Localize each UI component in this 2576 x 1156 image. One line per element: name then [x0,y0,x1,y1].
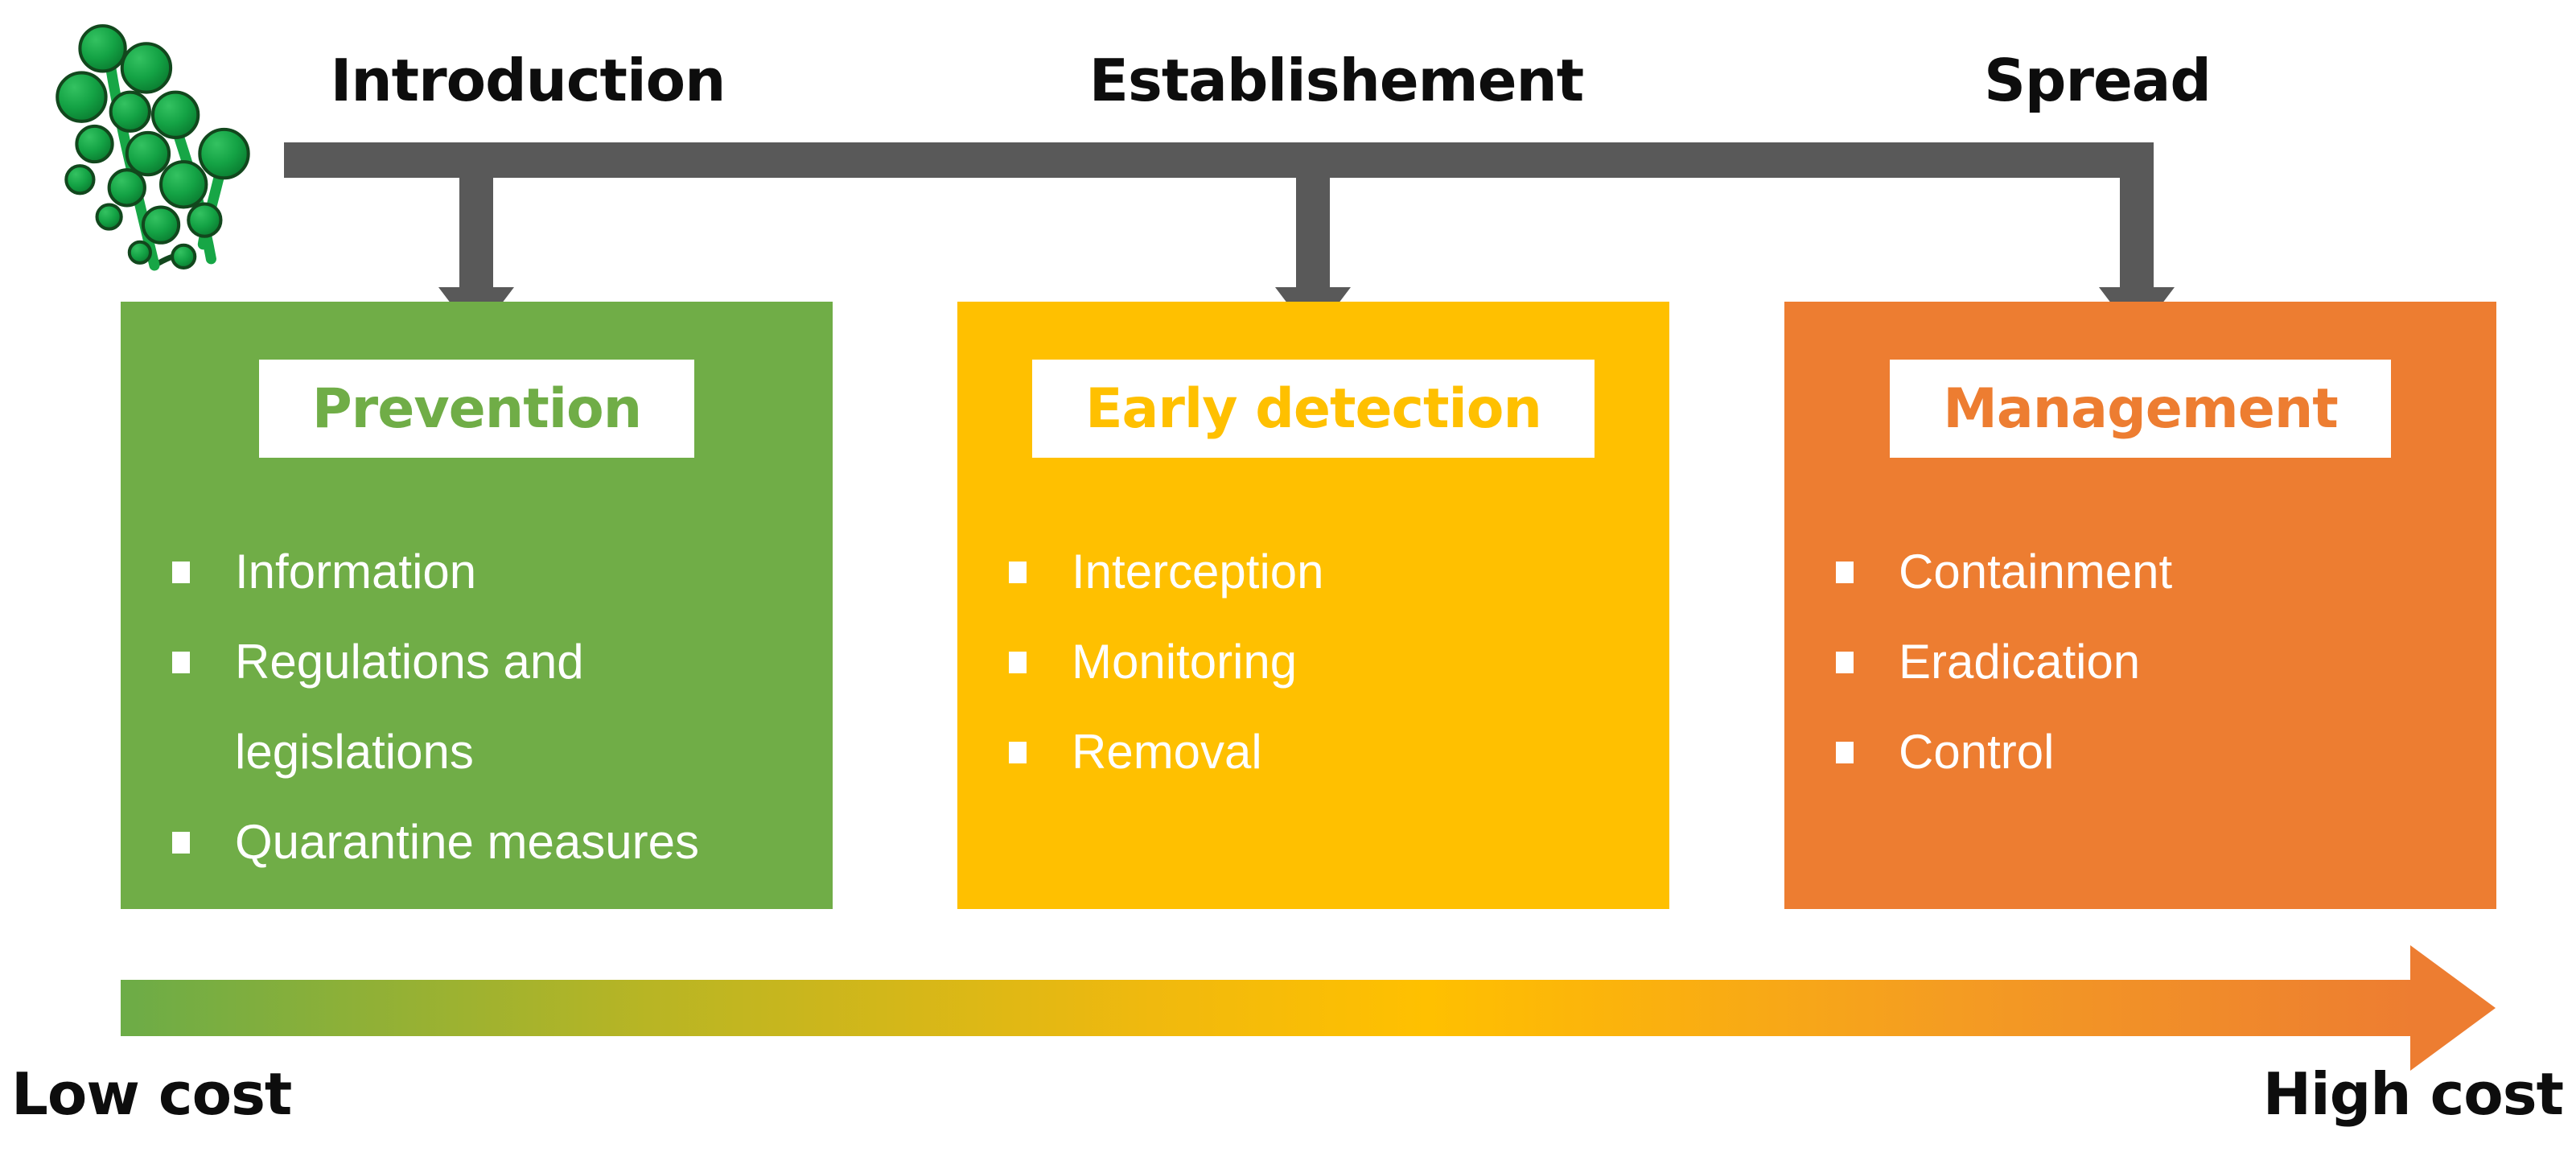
arrow-stem [459,178,493,287]
management-bullet-list: Containment Eradication Control [1836,527,2448,797]
list-item: Control [1836,707,2448,797]
management-box: Management Containment Eradication Contr… [1784,302,2496,909]
list-item: Monitoring [1009,617,1621,707]
list-item-label: Information [235,545,477,599]
list-item: Eradication [1836,617,2448,707]
square-bullet-icon [1009,652,1027,673]
early-detection-bullet-list: Interception Monitoring Removal [1009,527,1621,797]
square-bullet-icon [172,832,190,854]
list-item-label: Containment [1899,545,2173,599]
cost-gradient-bar [121,980,2412,1036]
list-item: Regulations and legislations [172,617,784,797]
early-detection-title: Early detection [1085,376,1542,441]
list-item-label: Regulations and legislations [235,635,584,779]
management-title-band: Management [1890,360,2391,458]
square-bullet-icon [172,562,190,583]
management-title: Management [1943,376,2339,441]
arrow-right-icon [2410,945,2496,1071]
square-bullet-icon [172,652,190,673]
list-item-label: Monitoring [1072,635,1298,689]
square-bullet-icon [1009,562,1027,583]
early-detection-title-band: Early detection [1032,360,1595,458]
list-item: Quarantine measures [172,797,784,887]
list-item-label: Interception [1072,545,1324,599]
stage-label-establishement: Establishement [1088,47,1584,114]
prevention-box: Prevention Information Regulations and l… [121,302,833,909]
square-bullet-icon [1836,742,1854,763]
square-bullet-icon [1009,742,1027,763]
square-bullet-icon [1836,562,1854,583]
stage-label-introduction: Introduction [330,47,726,114]
early-detection-box: Early detection Interception Monitoring … [957,302,1669,909]
list-item: Interception [1009,527,1621,617]
square-bullet-icon [1836,652,1854,673]
list-item-label: Quarantine measures [235,815,699,869]
prevention-title-band: Prevention [258,360,695,458]
seaweed-icon [56,24,250,271]
low-cost-label: Low cost [11,1060,292,1128]
list-item: Containment [1836,527,2448,617]
prevention-title: Prevention [311,376,642,441]
stage-label-spread: Spread [1984,47,2212,114]
arrow-stem [2120,178,2154,287]
list-item-label: Eradication [1899,635,2141,689]
timeline-bar [284,142,2154,178]
list-item-label: Removal [1072,725,1262,779]
list-item: Removal [1009,707,1621,797]
arrow-stem [1296,178,1330,287]
list-item-label: Control [1899,725,2055,779]
high-cost-label: High cost [2262,1060,2564,1128]
list-item: Information [172,527,784,617]
prevention-bullet-list: Information Regulations and legislations… [172,527,784,887]
